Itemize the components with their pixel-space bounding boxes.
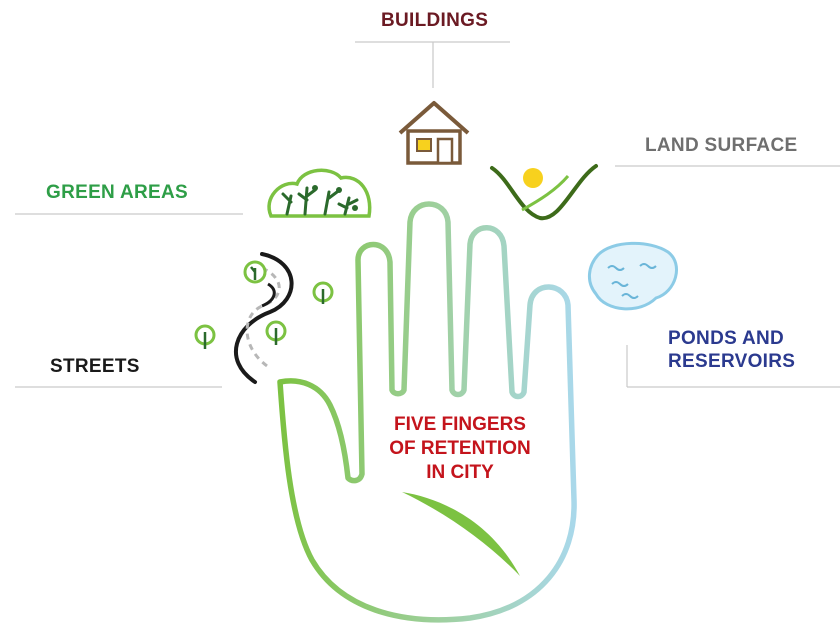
hand-outline-icon (277, 201, 577, 623)
connector-lines (15, 41, 840, 388)
center-title-line1: FIVE FINGERS (394, 414, 526, 435)
green-areas-label: GREEN AREAS (46, 182, 188, 203)
street-tree-icons (194, 260, 334, 349)
buildings-label: BUILDINGS (381, 10, 489, 31)
house-icon (398, 101, 470, 165)
ponds-label-line2: RESERVOIRS (668, 351, 796, 372)
center-title-line3: IN CITY (426, 462, 494, 483)
sun-icon (523, 168, 543, 188)
center-title: FIVE FINGERS OF RETENTION IN CITY (370, 413, 550, 485)
streets-label: STREETS (50, 356, 140, 377)
ponds-label-line1: PONDS AND (668, 328, 785, 349)
valley-sun-icon (490, 164, 598, 221)
pond-icon (588, 241, 678, 311)
bush-trees-icon (267, 168, 372, 218)
center-title-line2: OF RETENTION (389, 438, 531, 459)
ponds-reservoirs-label: PONDS AND RESERVOIRS (668, 327, 795, 373)
land-surface-label: LAND SURFACE (645, 135, 798, 156)
palm-leaf-icon (402, 492, 520, 576)
winding-street-icon (194, 252, 334, 384)
